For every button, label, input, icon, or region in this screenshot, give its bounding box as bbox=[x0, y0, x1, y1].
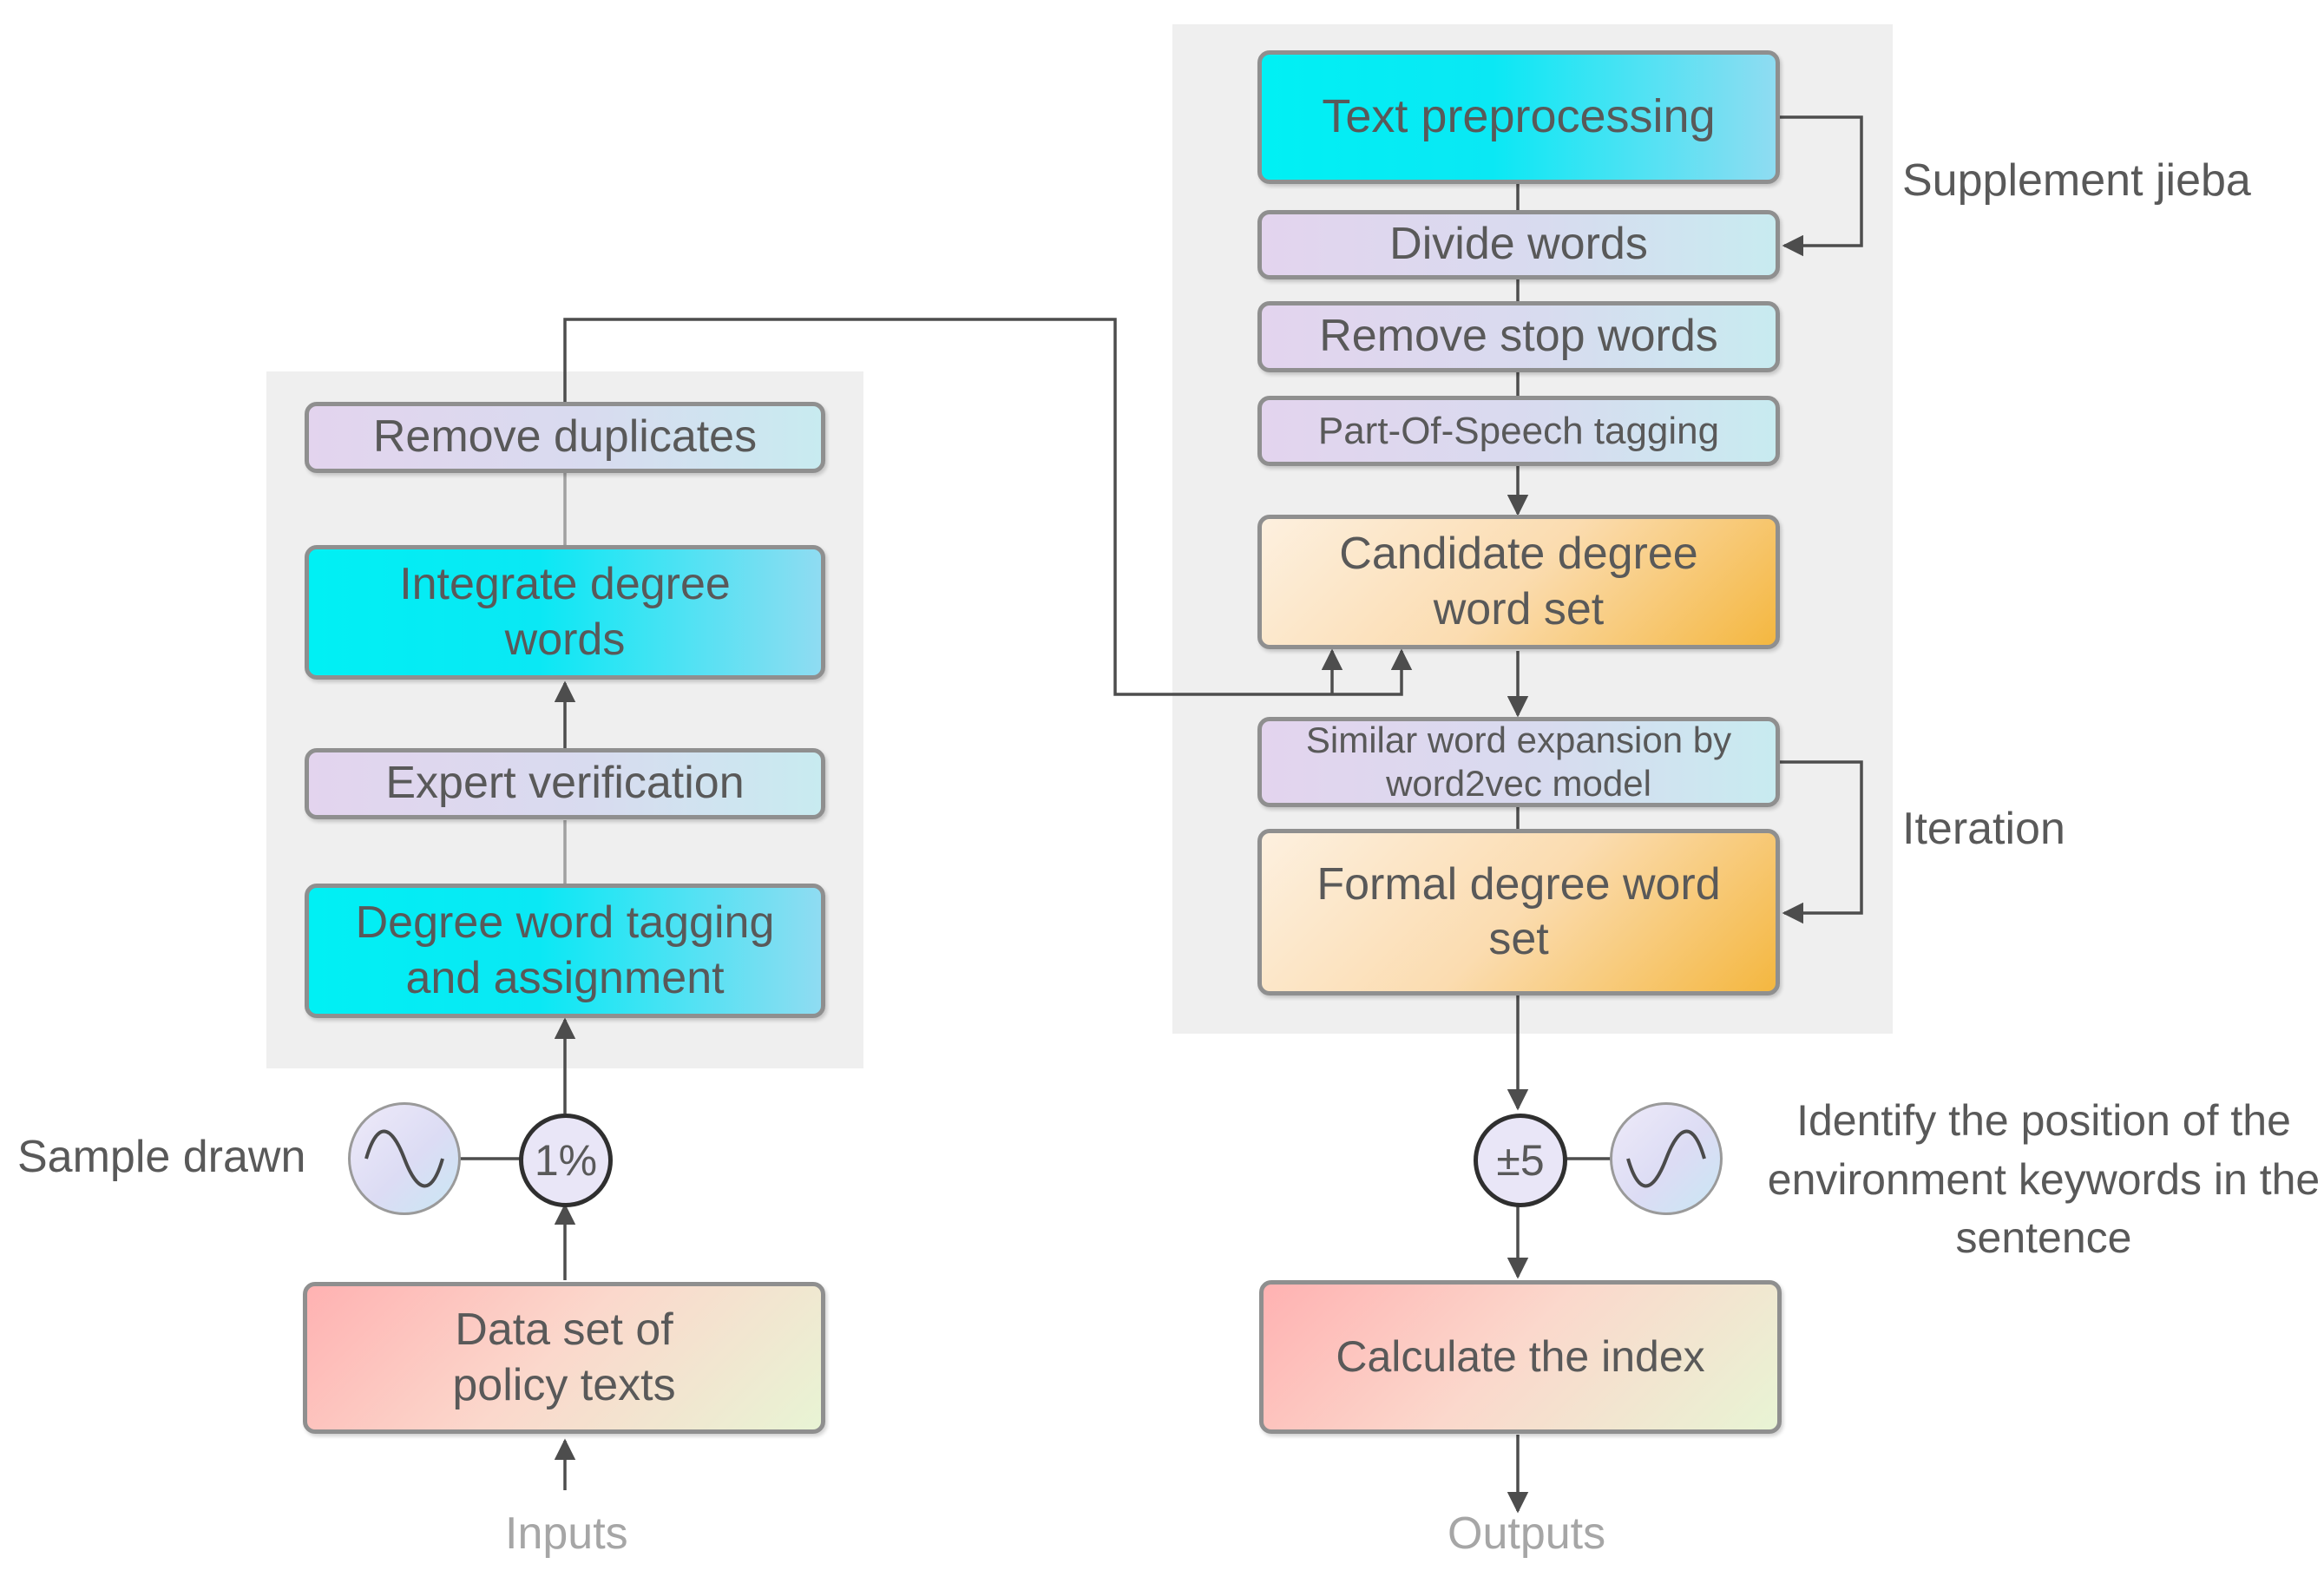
calculate-index-box: Calculate the index bbox=[1259, 1280, 1782, 1434]
expert-verification-box: Expert verification bbox=[305, 748, 825, 819]
outputs-label: Outputs bbox=[1448, 1508, 1606, 1559]
identify-position-label: Identify the position of the environment… bbox=[1767, 1096, 2321, 1262]
candidate-word-set-label: Candidate degree word set bbox=[1339, 529, 1698, 634]
remove-duplicates-label: Remove duplicates bbox=[372, 411, 758, 463]
divide-words-label: Divide words bbox=[1389, 219, 1648, 270]
iteration-label: Iteration bbox=[1902, 804, 2065, 854]
candidate-word-set-box: Candidate degree word set bbox=[1257, 515, 1780, 649]
dataset-box: Data set of policy texts bbox=[303, 1282, 825, 1434]
window-size-node: ±5 bbox=[1474, 1114, 1567, 1207]
integrate-degree-words-box: Integrate degree words bbox=[305, 545, 825, 680]
expert-verification-label: Expert verification bbox=[385, 758, 745, 809]
inputs-label: Inputs bbox=[505, 1508, 628, 1559]
degree-word-tagging-box: Degree word tagging and assignment bbox=[305, 884, 825, 1018]
sample-drawn-label: Sample drawn bbox=[17, 1132, 306, 1182]
divide-words-box: Divide words bbox=[1257, 210, 1780, 279]
integrate-degree-words-label: Integrate degree words bbox=[399, 559, 731, 665]
calculate-index-label: Calculate the index bbox=[1336, 1332, 1705, 1381]
sampling-percent-label: 1% bbox=[534, 1136, 598, 1185]
dataset-label: Data set of policy texts bbox=[452, 1304, 676, 1410]
similar-word-expansion-label: Similar word expansion by word2vec model bbox=[1305, 719, 1732, 804]
text-preprocessing-label: Text preprocessing bbox=[1322, 90, 1716, 143]
sine-wave-icon-right bbox=[1610, 1102, 1723, 1215]
text-preprocessing-box: Text preprocessing bbox=[1257, 50, 1780, 184]
degree-word-tagging-label: Degree word tagging and assignment bbox=[355, 897, 775, 1003]
remove-duplicates-box: Remove duplicates bbox=[305, 402, 825, 473]
sampling-percent-node: 1% bbox=[519, 1114, 613, 1207]
supplement-jieba-label: Supplement jieba bbox=[1902, 155, 2251, 206]
remove-stop-words-box: Remove stop words bbox=[1257, 301, 1780, 372]
sine-wave-icon bbox=[348, 1102, 461, 1215]
window-size-label: ±5 bbox=[1496, 1136, 1545, 1185]
pos-tagging-label: Part-Of-Speech tagging bbox=[1317, 409, 1720, 452]
similar-word-expansion-box: Similar word expansion by word2vec model bbox=[1257, 717, 1780, 807]
remove-stop-words-label: Remove stop words bbox=[1319, 311, 1718, 362]
formal-word-set-box: Formal degree word set bbox=[1257, 829, 1780, 995]
pos-tagging-box: Part-Of-Speech tagging bbox=[1257, 396, 1780, 466]
formal-word-set-label: Formal degree word set bbox=[1316, 858, 1721, 964]
